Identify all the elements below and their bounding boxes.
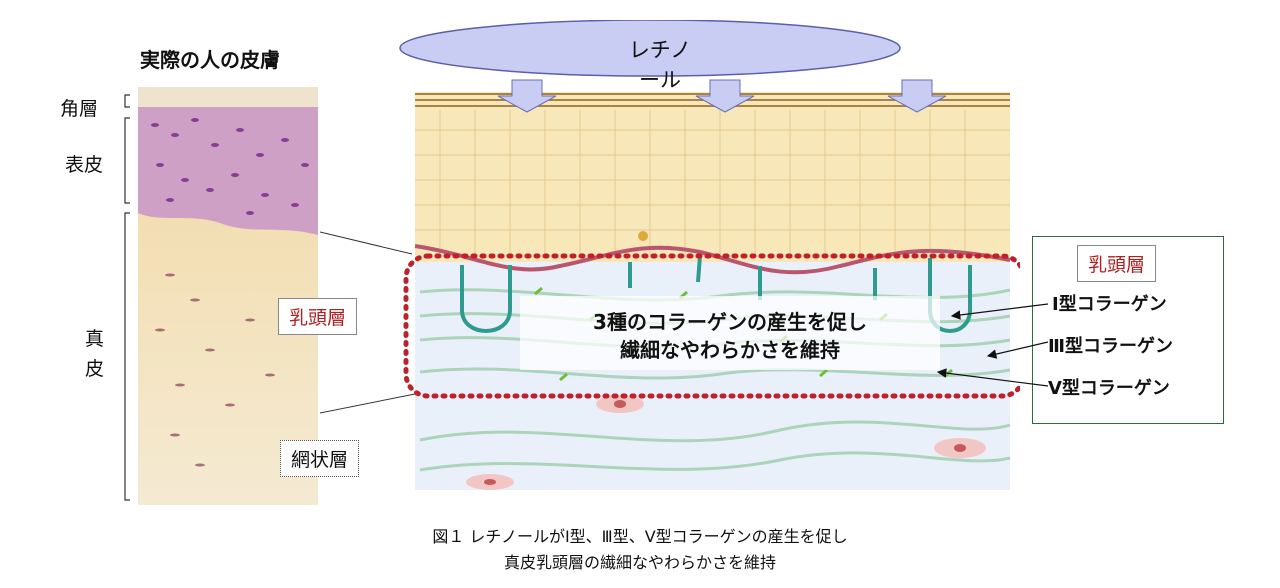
label-dermis-text: 真皮 (85, 328, 105, 380)
photo-papillary-label: 乳頭層 (278, 298, 358, 335)
caption-line-2: 真皮乳頭層の繊細なやわらかさを維持 (503, 553, 776, 572)
legend-title: 乳頭層 (1077, 245, 1157, 282)
overlay-line-2: 繊細なやわらかさを維持 (620, 338, 840, 362)
legend-item-type-3: Ⅲ型コラーゲン (1048, 336, 1174, 357)
epidermis-area (415, 92, 1010, 262)
legend-item-type-5: Ⅴ型コラーゲン (1048, 378, 1170, 399)
label-dermis: 真皮 (85, 324, 107, 384)
papillary-frame (403, 253, 1020, 399)
skin-photo (124, 87, 318, 505)
caption-line-1: 図１ レチノールがⅠ型、Ⅲ型、Ⅴ型コラーゲンの産生を促し (432, 527, 848, 546)
overlay-line-1: 3種のコラーゲンの産生を促し (593, 310, 867, 334)
label-stratum-corneum: 角層 (60, 98, 99, 120)
connector-top (320, 231, 413, 255)
retinol-label: レチノール (628, 38, 692, 92)
photo-reticular-label: 網状層 (280, 440, 360, 477)
legend-arrows (936, 303, 1049, 387)
retinol-ellipse (399, 20, 901, 77)
connector-bottom (320, 393, 416, 414)
skin-diagram (320, 20, 1020, 490)
photo-title: 実際の人の皮膚 (140, 48, 280, 72)
legend-item-type-1: Ⅰ型コラーゲン (1052, 294, 1167, 315)
label-epidermis: 表皮 (65, 154, 104, 176)
